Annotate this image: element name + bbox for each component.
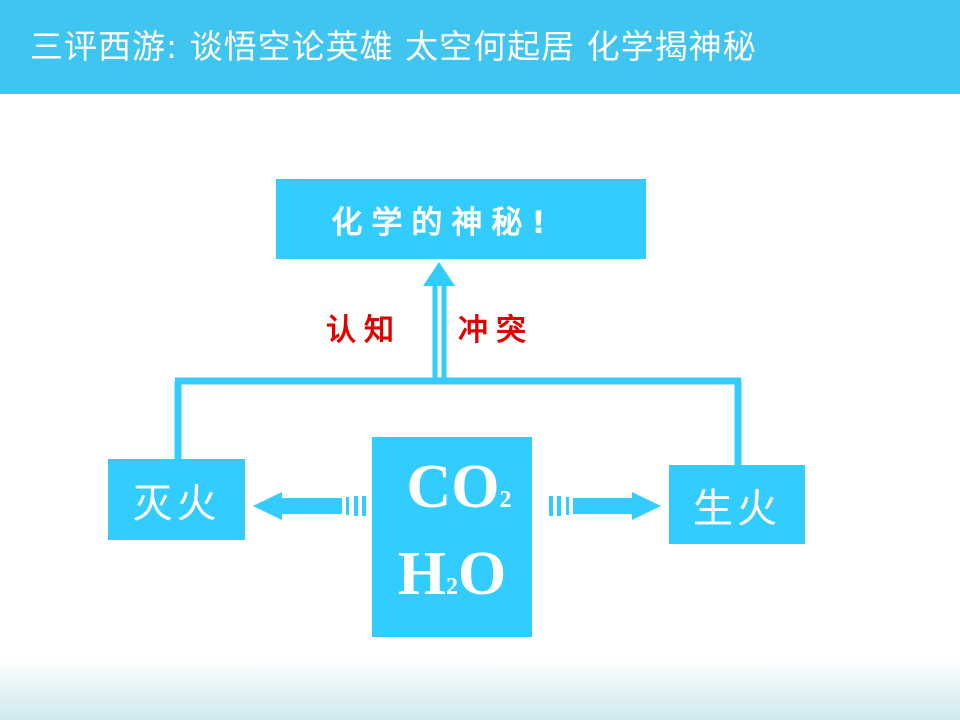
formula-co2-main: CO [406, 453, 500, 521]
left-box-label: 灭火 [132, 480, 221, 527]
right-arrow-dash-1 [549, 496, 553, 516]
left-arrow-head [253, 492, 282, 520]
up-arrow-head [423, 262, 455, 286]
left-arrow-dash-2 [354, 496, 358, 516]
formula-co2: CO2 [407, 450, 512, 537]
right-box: 生火 [669, 465, 805, 544]
slide-title: 三评西游: 谈悟空论英雄 太空何起居 化学揭神秘 [30, 27, 757, 66]
right-arrow-dash-3 [566, 497, 569, 515]
formula-h2o-subscript: 2 [446, 574, 458, 600]
arrow-label-right: 冲突 [458, 313, 534, 348]
arrow-labels: 认知 冲突 [320, 305, 560, 348]
left-arrow-shaft [279, 498, 342, 514]
top-box-label: 化学的神秘! [331, 204, 555, 241]
title-banner: 三评西游: 谈悟空论英雄 太空何起居 化学揭神秘 [0, 0, 960, 94]
left-arrow-dash-1 [362, 496, 366, 516]
top-box: 化学的神秘! [276, 179, 646, 259]
formula-co2-subscript: 2 [499, 487, 512, 513]
right-box-label: 生火 [693, 485, 781, 532]
formula-h2o-h: H [397, 540, 446, 608]
formula-h2o-o: O [458, 540, 507, 608]
right-arrow-dash-2 [557, 496, 561, 516]
left-arrow-dash-3 [346, 497, 349, 515]
bottom-gradient [0, 660, 960, 720]
center-formula-box: CO2 H2O [372, 437, 532, 637]
formula-h2o: H2O [398, 537, 506, 624]
right-arrow-shaft [573, 498, 635, 514]
arrow-label-left: 认知 [326, 313, 402, 348]
left-box: 灭火 [108, 459, 245, 540]
right-arrow-head [632, 492, 661, 520]
